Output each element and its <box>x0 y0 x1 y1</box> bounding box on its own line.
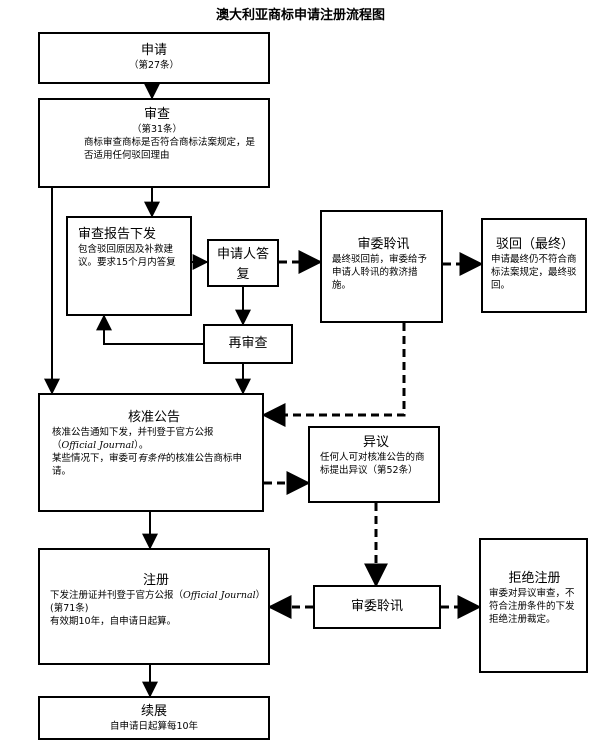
node-refuse: 拒绝注册 审委对异议审查，不符合注册条件的下发拒绝注册裁定。 <box>479 538 588 673</box>
node-accept-line1b: ）。 <box>134 440 149 451</box>
node-register: 注册 下发注册证并刊登于官方公报（Official Journal）(第71条)… <box>38 548 270 665</box>
node-refuse-title: 拒绝注册 <box>508 571 561 586</box>
node-renew-title: 续展 <box>140 704 167 719</box>
node-review: 审查 （第31条） 商标审查商标是否符合商标法案规定，是否适用任何驳回理由 <box>38 98 270 188</box>
node-hearing-2: 审委聆讯 <box>313 585 441 629</box>
node-accept-journal: Official Journal <box>61 440 135 451</box>
node-reply: 申请人答复 <box>207 239 279 287</box>
node-accept-line2b: 的核准公告商标申请。 <box>52 453 243 477</box>
node-accept: 核准公告 核准公告通知下发，并刊登于官方公报（Official Journal）… <box>38 393 264 512</box>
node-report-desc: 包含驳回原因及补救建议。要求15个月内答复 <box>78 244 176 268</box>
node-apply-note: （第27条） <box>128 60 180 71</box>
node-hearing-2-title: 审委聆讯 <box>350 599 403 614</box>
node-review-title: 审查 <box>143 107 170 122</box>
node-opposition-desc: 任何人可对核准公告的商标提出异议（第52条） <box>320 452 425 476</box>
node-hearing-1-desc: 最终驳回前，审委给予申请人聆讯的救济措施。 <box>332 254 428 291</box>
node-renew: 续展 自申请日起算每10年 <box>38 696 270 740</box>
node-recheck-title: 再审查 <box>228 336 268 351</box>
diagram-title: 澳大利亚商标申请注册流程图 <box>215 8 385 23</box>
node-hearing-1: 审委聆讯 最终驳回前，审委给予申请人聆讯的救济措施。 <box>320 210 443 323</box>
node-report-title: 审查报告下发 <box>78 227 157 242</box>
node-accept-desc: 核准公告通知下发，并刊登于官方公报（Official Journal）。 某些情… <box>52 426 256 478</box>
node-register-line1b: ）(第71条) <box>50 590 261 614</box>
node-recheck: 再审查 <box>203 324 293 364</box>
node-register-line1: 下发注册证并刊登于官方公报（ <box>50 590 184 601</box>
node-accept-line1: 核准公告通知下发，并刊登于官方公报（ <box>52 427 214 451</box>
node-apply-title: 申请 <box>140 43 167 58</box>
node-accept-cond: 有条件 <box>137 453 167 464</box>
node-register-desc: 下发注册证并刊登于官方公报（Official Journal）(第71条) 有效… <box>50 589 262 628</box>
node-report: 审查报告下发 包含驳回原因及补救建议。要求15个月内答复 <box>66 216 192 316</box>
arrow-recheck-to-report <box>96 314 203 345</box>
node-opposition: 异议 任何人可对核准公告的商标提出异议（第52条） <box>308 426 440 503</box>
node-hearing-1-title: 审委聆讯 <box>357 237 410 252</box>
node-reply-title: 申请人答复 <box>216 247 269 282</box>
node-apply: 申请 （第27条） <box>38 32 270 84</box>
node-reject: 驳回（最终） 申请最终仍不符合商标法案规定，最终驳回。 <box>481 218 587 313</box>
node-renew-desc: 自申请日起算每10年 <box>109 721 199 732</box>
node-accept-title: 核准公告 <box>127 410 180 425</box>
node-reject-desc: 申请最终仍不符合商标法案规定，最终驳回。 <box>491 254 577 291</box>
node-register-journal: Official Journal <box>183 590 256 601</box>
node-accept-line2: 某些情况下，审委可 <box>52 453 138 464</box>
node-refuse-desc: 审委对异议审查，不符合注册条件的下发拒绝注册裁定。 <box>489 588 575 625</box>
node-review-desc: 商标审查商标是否符合商标法案规定，是否适用任何驳回理由 <box>84 137 256 161</box>
node-reject-title: 驳回（最终） <box>495 237 574 252</box>
node-register-line2: 有效期10年，自申请日起算。 <box>50 616 177 627</box>
node-register-title: 注册 <box>142 573 169 588</box>
node-opposition-title: 异议 <box>362 435 389 450</box>
node-review-note: （第31条） <box>131 124 183 135</box>
arrow-hearing-to-accept <box>261 323 406 427</box>
